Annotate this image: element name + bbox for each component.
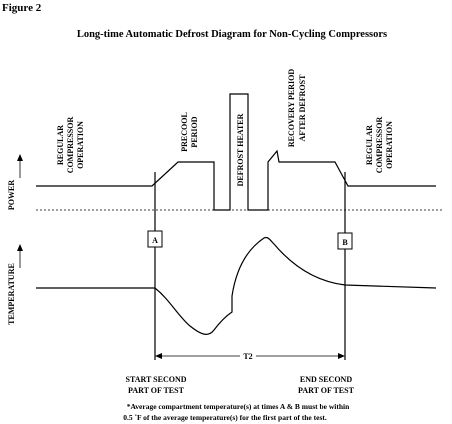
svg-text:PART OF TEST: PART OF TEST bbox=[128, 386, 185, 395]
svg-text:START SECOND: START SECOND bbox=[126, 375, 187, 384]
marker-a-label: A bbox=[152, 236, 158, 245]
svg-text:OPERATION: OPERATION bbox=[76, 121, 85, 169]
t2-label: T2 bbox=[243, 352, 252, 361]
start-second-part-label: START SECOND PART OF TEST bbox=[126, 375, 187, 395]
footnote-line-2: 0.5 ˚F of the average temperature(s) for… bbox=[123, 413, 327, 422]
regular-operation-right-label: REGULAR COMPRESSOR OPERATION bbox=[365, 117, 394, 174]
svg-text:AFTER DEFROST: AFTER DEFROST bbox=[298, 74, 307, 142]
svg-text:OPERATION: OPERATION bbox=[385, 121, 394, 169]
svg-text:REGULAR: REGULAR bbox=[365, 125, 374, 165]
svg-text:REGULAR: REGULAR bbox=[56, 125, 65, 165]
marker-a: A bbox=[147, 230, 163, 248]
svg-text:PERIOD: PERIOD bbox=[190, 116, 199, 147]
regular-operation-left-label: REGULAR COMPRESSOR OPERATION bbox=[56, 117, 85, 174]
svg-text:COMPRESSOR: COMPRESSOR bbox=[375, 117, 384, 174]
power-axis-arrow bbox=[17, 154, 23, 178]
svg-text:PART OF TEST: PART OF TEST bbox=[298, 386, 355, 395]
temperature-trace bbox=[36, 236, 437, 335]
svg-text:END SECOND: END SECOND bbox=[300, 375, 352, 384]
svg-text:COMPRESSOR: COMPRESSOR bbox=[66, 117, 75, 174]
diagram-title: Long-time Automatic Defrost Diagram for … bbox=[77, 29, 387, 40]
footnote-line-1: *Average compartment temperature(s) at t… bbox=[127, 402, 350, 411]
precool-period-label: PRECOOL PERIOD bbox=[180, 112, 199, 152]
recovery-period-label: RECOVERY PERIOD AFTER DEFROST bbox=[287, 69, 307, 148]
power-trace bbox=[36, 93, 436, 211]
temperature-axis-label: TEMPERATURE bbox=[7, 263, 16, 325]
svg-text:RECOVERY PERIOD: RECOVERY PERIOD bbox=[287, 69, 296, 148]
t2-interval: T2 bbox=[155, 350, 345, 361]
figure-label: Figure 2 bbox=[2, 2, 42, 14]
marker-b: B bbox=[337, 232, 353, 250]
marker-b-label: B bbox=[342, 238, 348, 247]
end-second-part-label: END SECOND PART OF TEST bbox=[298, 375, 355, 395]
power-axis-label: POWER bbox=[7, 180, 16, 210]
defrost-heater-label: DEFROST HEATER bbox=[236, 113, 245, 186]
temperature-axis-arrow bbox=[17, 244, 23, 268]
svg-text:PRECOOL: PRECOOL bbox=[180, 112, 189, 152]
footnote: *Average compartment temperature(s) at t… bbox=[123, 402, 350, 422]
